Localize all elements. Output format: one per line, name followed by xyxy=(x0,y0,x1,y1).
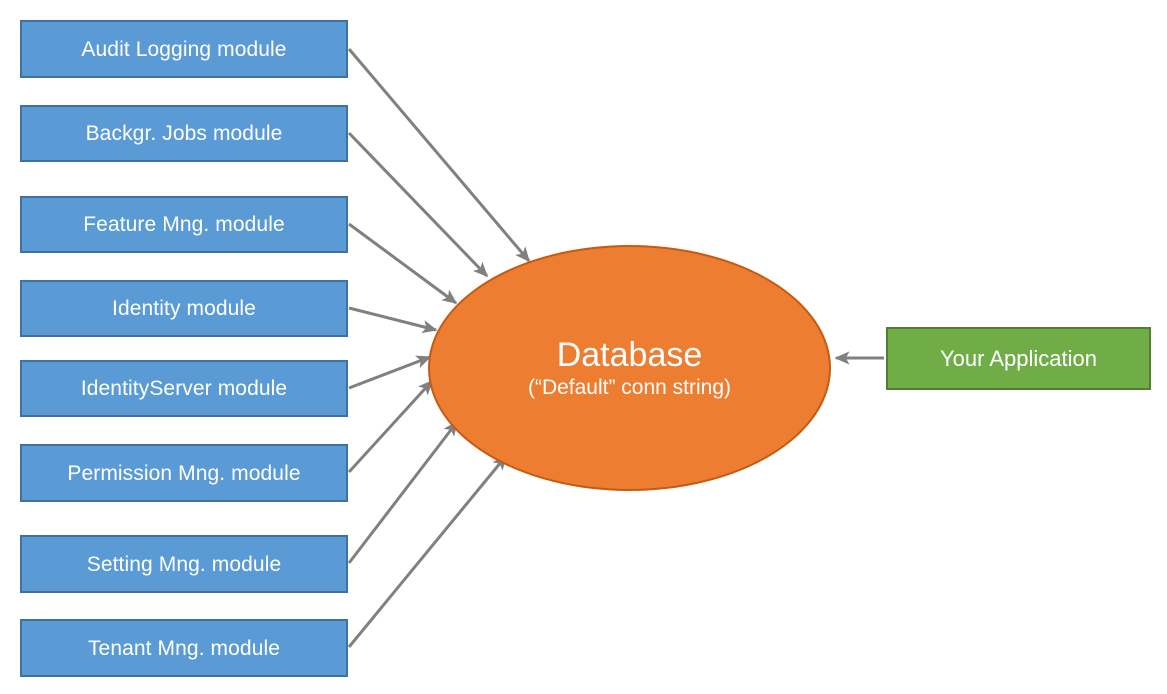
module-label: Setting Mng. module xyxy=(86,552,282,576)
connector-arrow xyxy=(347,379,434,474)
module-label: Audit Logging module xyxy=(81,37,287,61)
connector-arrow xyxy=(347,420,459,564)
connector-arrow xyxy=(347,131,489,278)
connector-arrow xyxy=(347,48,531,263)
connector-arrow xyxy=(348,306,438,334)
connector-arrow xyxy=(347,454,508,648)
your-application-box[interactable]: Your Application xyxy=(886,327,1151,390)
module-box-setting-management[interactable]: Setting Mng. module xyxy=(20,535,348,593)
database-title: Database xyxy=(556,335,703,374)
module-box-tenant-management[interactable]: Tenant Mng. module xyxy=(20,619,348,677)
module-label: Permission Mng. module xyxy=(67,461,301,485)
module-box-feature-management[interactable]: Feature Mng. module xyxy=(20,196,348,253)
module-label: Tenant Mng. module xyxy=(87,636,281,660)
connector-arrow xyxy=(348,355,432,390)
module-label: Feature Mng. module xyxy=(83,213,285,236)
database-node[interactable]: Database (“Default” conn string) xyxy=(428,245,831,491)
module-box-identityserver[interactable]: IdentityServer module xyxy=(20,360,348,417)
database-subtitle: (“Default” conn string) xyxy=(527,376,732,400)
module-label: Identity module xyxy=(112,297,256,320)
module-label: Backgr. Jobs module xyxy=(85,122,283,145)
module-box-background-jobs[interactable]: Backgr. Jobs module xyxy=(20,105,348,162)
module-box-audit-logging[interactable]: Audit Logging module xyxy=(20,20,348,78)
module-box-permission-management[interactable]: Permission Mng. module xyxy=(20,444,348,502)
module-label: IdentityServer module xyxy=(80,377,288,400)
connector-arrow xyxy=(348,222,458,305)
your-application-label: Your Application xyxy=(940,345,1097,371)
module-box-identity[interactable]: Identity module xyxy=(20,280,348,337)
